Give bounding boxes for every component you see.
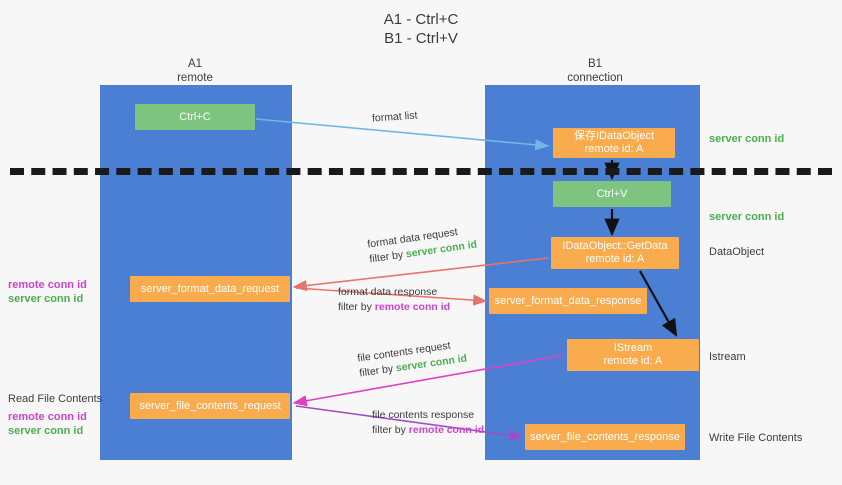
phase-separator bbox=[10, 168, 832, 175]
edge-label-file-contents-response: file contents response filter by remote … bbox=[372, 408, 484, 438]
node-server-file-contents-request[interactable]: server_file_contents_request bbox=[130, 393, 290, 419]
annotation-write-file-contents: Write File Contents bbox=[709, 432, 803, 444]
annotation-read-file-contents: Read File Contents bbox=[8, 393, 103, 405]
node-server-file-contents-response[interactable]: server_file_contents_response bbox=[525, 424, 685, 450]
node-ctrl-v[interactable]: Ctrl+V bbox=[553, 181, 671, 207]
page-title: A1 - Ctrl+C B1 - Ctrl+V bbox=[383, 11, 459, 47]
edge-label-format-data-response-filter: filter by remote conn id bbox=[338, 300, 450, 315]
node-server-format-data-request[interactable]: server_format_data_request bbox=[130, 276, 290, 302]
filter-by-text: filter by bbox=[358, 362, 397, 380]
annotation-istream: Istream bbox=[709, 351, 746, 363]
edge-label-format-data-response-text: format data response bbox=[338, 286, 438, 298]
filter-by-text: filter by bbox=[372, 424, 409, 436]
edge-label-format-list-text: format list bbox=[371, 109, 418, 125]
annotation-dataobject: DataObject bbox=[709, 246, 765, 258]
node-istream[interactable]: IStream remote id: A bbox=[567, 339, 699, 371]
annotation-server-conn-id-top: server conn id bbox=[709, 133, 785, 145]
edge-label-file-contents-response-text: file contents response bbox=[372, 409, 475, 421]
annotation-conn-pair-top: remote conn id server conn id bbox=[8, 278, 87, 306]
edge-label-format-data-request: format data request filter by server con… bbox=[366, 223, 478, 268]
edge-label-file-contents-response-filter: filter by remote conn id bbox=[372, 423, 484, 438]
remote-conn-id-text: remote conn id bbox=[374, 301, 451, 313]
annotation-conn-pair-bottom: remote conn id server conn id bbox=[8, 410, 87, 438]
edge-label-file-contents-request: file contents request filter by server c… bbox=[356, 337, 468, 382]
lane-header-b1: B1 connection bbox=[567, 58, 623, 84]
edge-label-format-data-response: format data response filter by remote co… bbox=[338, 285, 450, 315]
filter-by-text: filter by bbox=[368, 248, 407, 266]
node-ctrl-c[interactable]: Ctrl+C bbox=[135, 104, 255, 130]
lane-header-a1: A1 remote bbox=[177, 58, 213, 84]
annotation-server-conn-id-mid: server conn id bbox=[709, 211, 785, 223]
node-idataobject-getdata[interactable]: IDataObject::GetData remote id: A bbox=[551, 237, 679, 269]
remote-conn-id-text: remote conn id bbox=[408, 424, 485, 436]
node-save-idataobject[interactable]: 保存IDataObject remote id: A bbox=[553, 128, 675, 158]
annotation-remote-conn-id: remote conn id bbox=[8, 279, 87, 291]
annotation-remote-conn-id: remote conn id bbox=[8, 411, 87, 423]
annotation-server-conn-id: server conn id bbox=[8, 293, 84, 305]
node-server-format-data-response[interactable]: server_format_data_response bbox=[489, 288, 647, 314]
filter-by-text: filter by bbox=[338, 301, 375, 313]
annotation-server-conn-id: server conn id bbox=[8, 425, 84, 437]
edge-label-format-list: format list bbox=[372, 108, 418, 126]
